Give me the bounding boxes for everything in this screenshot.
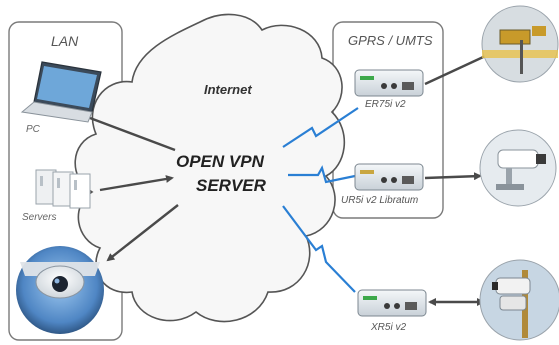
gprs-title: GPRS / UMTS: [348, 33, 433, 48]
servers-label: Servers: [22, 212, 57, 223]
servers-link: [99, 175, 174, 192]
router-icon: [357, 289, 427, 317]
server-label-line1: OPEN VPN: [176, 152, 264, 171]
ur5i-camera-link: [424, 172, 482, 181]
cctv-camera-icon: [481, 5, 559, 83]
servers-icon: [35, 169, 91, 209]
vpn-tunnel-er75i: [282, 107, 359, 148]
router-label-xr5i: XR5i v2: [371, 322, 407, 333]
pc-link: [89, 116, 176, 152]
router-label-er75i: ER75i v2: [365, 99, 406, 110]
pc-label: PC: [26, 124, 40, 135]
cctv-camera-icon: [479, 129, 557, 207]
camera-link: [106, 204, 179, 262]
cctv-camera-icon: [479, 259, 559, 341]
internet-label: Internet: [204, 82, 252, 97]
router-label-ur5i: UR5i v2 Libratum: [341, 195, 419, 206]
vpn-tunnel-xr5i: [282, 205, 356, 293]
lan-title: LAN: [51, 33, 79, 49]
router-icon: [354, 69, 424, 97]
router-icon: [354, 163, 424, 191]
internet-cloud: [74, 13, 346, 323]
vpn-tunnel-ur5i: [288, 165, 356, 184]
dome-camera-icon: [16, 246, 104, 334]
server-label-line2: SERVER: [196, 176, 266, 195]
laptop-icon: [20, 61, 102, 123]
